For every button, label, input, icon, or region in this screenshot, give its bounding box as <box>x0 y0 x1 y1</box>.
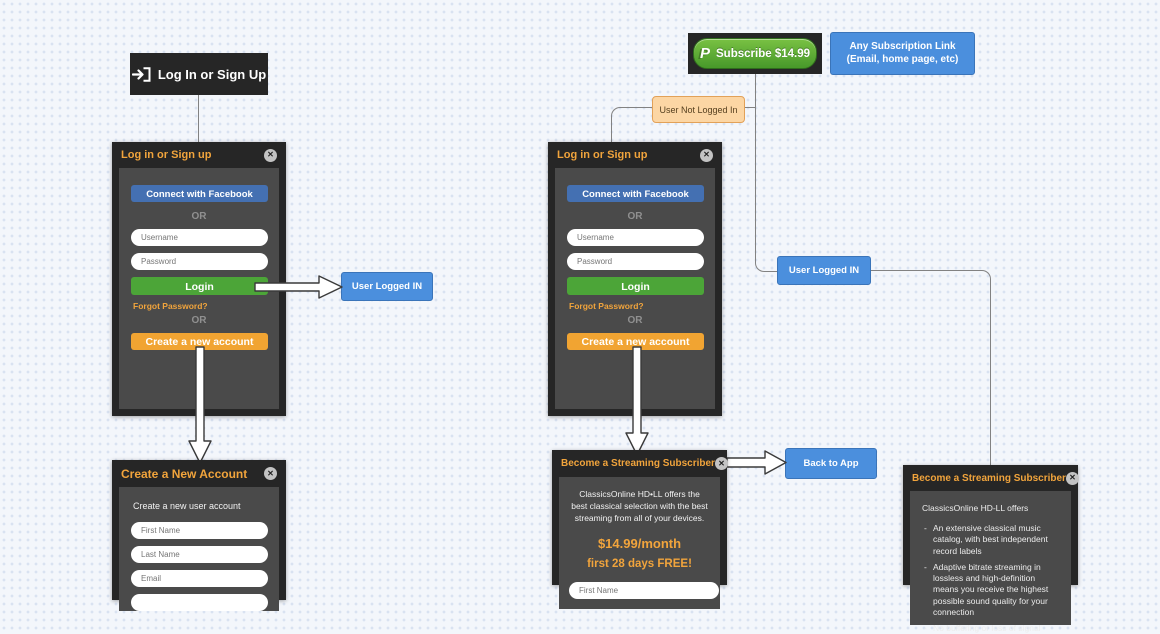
bullet-icon: - <box>924 622 927 633</box>
forgot-password-link[interactable]: Forgot Password? <box>133 301 208 311</box>
paypal-subscribe-label: Subscribe $14.99 <box>716 47 810 60</box>
password-input[interactable] <box>131 253 268 270</box>
subscriber-modal-header: Become a Streaming Subscriber ✕ <box>552 450 728 477</box>
login-button[interactable]: Login <box>131 277 268 295</box>
subscriber-benefits-modal-title: Become a Streaming Subscriber <box>912 472 1066 484</box>
login-modal-middle-body: Connect with Facebook OR Login Forgot Pa… <box>555 168 715 409</box>
any-subscription-link-node[interactable]: Any Subscription Link (Email, home page,… <box>830 32 975 75</box>
benefits-intro: ClassicsOnline HD-LL offers <box>922 503 1029 513</box>
connector-not-logged-in-to-login-modal <box>611 107 653 143</box>
paypal-subscribe-frame: P Subscribe $14.99 <box>688 33 822 74</box>
connect-facebook-button[interactable]: Connect with Facebook <box>567 185 704 202</box>
or-divider: OR <box>191 211 207 222</box>
password-input[interactable] <box>567 253 704 270</box>
subscriber-benefits-modal-body: ClassicsOnline HD-LL offers - An extensi… <box>910 491 1071 633</box>
benefits-list: - An extensive classical music catalog, … <box>920 523 1061 634</box>
create-account-modal-title: Create a New Account <box>121 466 248 481</box>
create-account-modal-body: Create a new user account <box>119 487 279 611</box>
connect-facebook-button[interactable]: Connect with Facebook <box>131 185 268 202</box>
back-to-app-label: Back to App <box>803 457 859 469</box>
subscriber-description: ClassicsOnline HD•LL offers the best cla… <box>571 489 708 523</box>
close-icon[interactable]: ✕ <box>264 148 277 162</box>
subscriber-modal-title: Become a Streaming Subscriber <box>561 458 715 469</box>
or-divider: OR <box>627 211 643 222</box>
subscriber-price: $14.99/month <box>597 535 682 551</box>
create-account-button[interactable]: Create a new account <box>131 333 268 350</box>
arrow-down-become-subscriber <box>625 346 649 456</box>
login-modal-middle: Log in or Sign up ✕ Connect with Faceboo… <box>548 142 722 416</box>
user-not-logged-in-label: User Not Logged In <box>659 104 738 115</box>
connector-topbutton-to-login-modal <box>198 95 199 142</box>
benefit-text: An extensive classical music catalog, wi… <box>933 523 1048 556</box>
benefit-text: No buffering or loss of signal <box>933 622 1041 633</box>
close-icon[interactable]: ✕ <box>714 457 728 470</box>
first-name-input[interactable] <box>569 581 719 599</box>
or-divider: OR <box>191 315 207 326</box>
connector-user-logged-in-to-benefits-modal <box>871 270 991 466</box>
subscriber-modal-body: ClassicsOnline HD•LL offers the best cla… <box>559 477 720 609</box>
close-icon[interactable]: ✕ <box>1065 471 1079 485</box>
email-input[interactable] <box>131 570 268 587</box>
clipped-input[interactable] <box>131 594 268 611</box>
close-icon[interactable]: ✕ <box>264 467 277 480</box>
login-modal-middle-header: Log in or Sign up ✕ <box>548 142 722 168</box>
paypal-subscribe-button[interactable]: P Subscribe $14.99 <box>693 38 817 69</box>
user-not-logged-in-node[interactable]: User Not Logged In <box>652 96 745 123</box>
username-input[interactable] <box>131 229 268 246</box>
login-icon <box>131 66 151 82</box>
bullet-icon: - <box>924 561 927 572</box>
login-modal-middle-title: Log in or Sign up <box>557 149 648 161</box>
arrow-down-create-account <box>188 346 212 464</box>
arrow-right-back-to-app <box>726 450 787 475</box>
paypal-icon: P <box>700 45 711 62</box>
username-input[interactable] <box>567 229 704 246</box>
back-to-app-node[interactable]: Back to App <box>785 448 877 479</box>
benefit-item: - Adaptive bitrate streaming in lossless… <box>924 562 1061 618</box>
login-signup-entry-button[interactable]: Log In or Sign Up <box>130 53 268 95</box>
login-button[interactable]: Login <box>567 277 704 295</box>
subscriber-benefits-modal: Become a Streaming Subscriber ✕ Classics… <box>903 465 1079 633</box>
forgot-password-link[interactable]: Forgot Password? <box>569 301 644 311</box>
create-account-button[interactable]: Create a new account <box>567 333 704 350</box>
first-name-input[interactable] <box>131 522 268 539</box>
any-subscription-link-line2: (Email, home page, etc) <box>846 53 959 65</box>
login-modal-left-title: Log in or Sign up <box>121 149 212 161</box>
user-logged-in-node-2[interactable]: User Logged IN <box>777 256 871 285</box>
login-signup-entry-label: Log In or Sign Up <box>157 66 267 82</box>
user-logged-in-label: User Logged IN <box>788 264 860 276</box>
connector-paypal-down-to-user-logged-in <box>755 74 778 272</box>
or-divider: OR <box>627 315 643 326</box>
create-account-subtitle: Create a new user account <box>133 501 241 511</box>
create-account-modal: Create a New Account ✕ Create a new user… <box>112 460 286 611</box>
user-logged-in-node-1[interactable]: User Logged IN <box>341 272 433 301</box>
subscriber-benefits-modal-header: Become a Streaming Subscriber ✕ <box>903 465 1079 491</box>
subscriber-promo: first 28 days FREE! <box>587 557 692 570</box>
subscriber-modal: Become a Streaming Subscriber ✕ Classics… <box>552 450 728 609</box>
user-logged-in-label: User Logged IN <box>351 280 423 292</box>
create-account-modal-header: Create a New Account ✕ <box>112 460 286 487</box>
any-subscription-link-line1: Any Subscription Link <box>849 41 956 52</box>
connector-branch-to-not-logged-in <box>744 107 756 108</box>
bullet-icon: - <box>924 523 927 534</box>
benefit-text: Adaptive bitrate streaming in lossless a… <box>933 561 1049 617</box>
last-name-input[interactable] <box>131 546 268 563</box>
benefit-item: - No buffering or loss of signal <box>924 623 1061 634</box>
login-modal-left-header: Log in or Sign up ✕ <box>112 142 286 168</box>
benefit-item: - An extensive classical music catalog, … <box>924 523 1061 557</box>
arrow-right-login-to-logged-in <box>254 275 343 299</box>
close-icon[interactable]: ✕ <box>700 148 713 162</box>
